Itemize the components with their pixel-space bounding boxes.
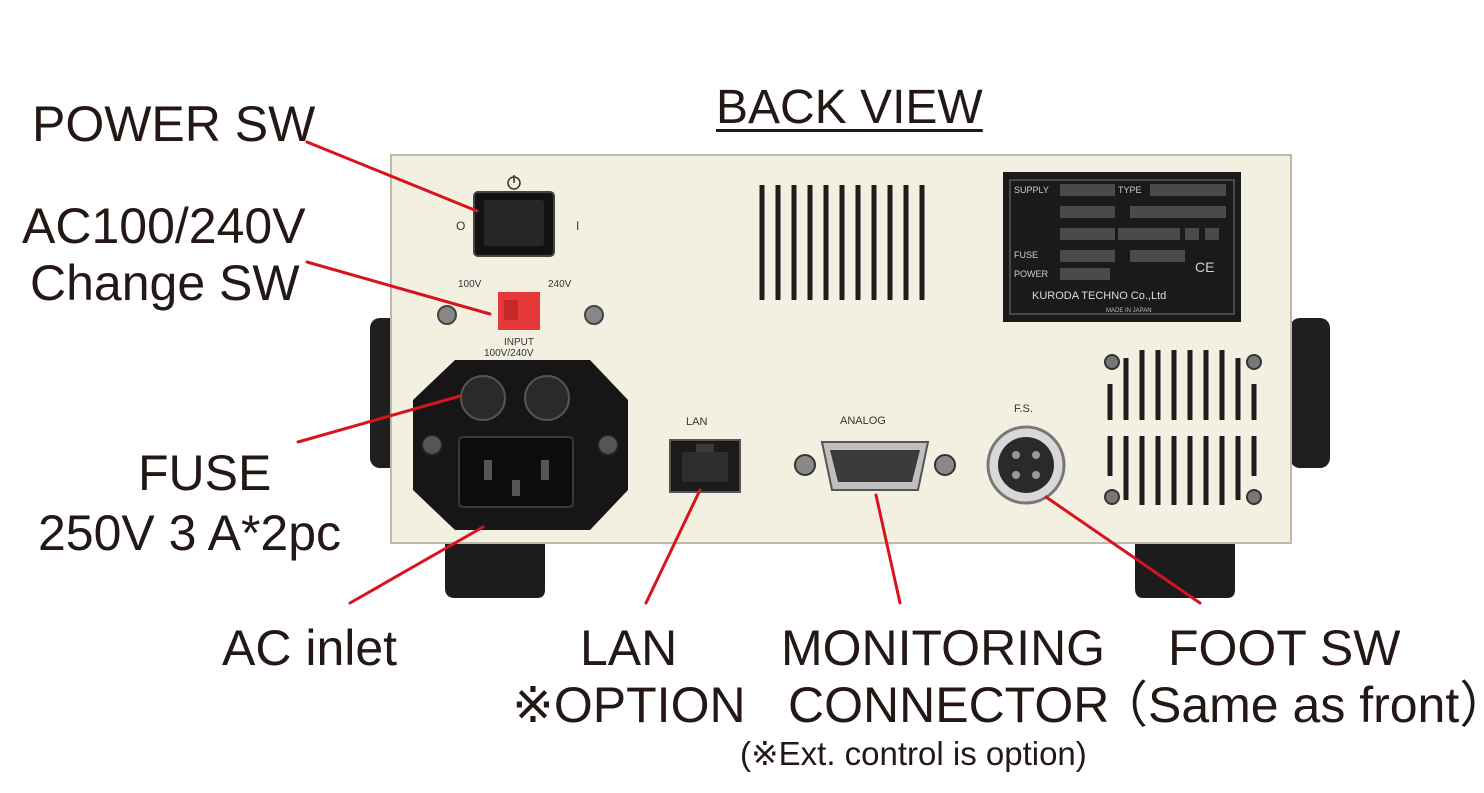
leader-lan [644,488,702,605]
rating-plate: SUPPLY TYPE FUSE CE POWER KURODA TECHNO … [1003,172,1241,322]
leader-lines [296,140,1202,605]
leader-foot-sw [1044,495,1202,605]
power-switch: O I [456,175,579,257]
leader-power-sw [305,140,479,213]
ac-change-label-line1: AC100/240V [22,198,306,254]
right-foot [1135,540,1235,598]
screw-icon [1104,489,1120,505]
foot-sw-label-line1: FOOT SW [1168,620,1401,676]
fuse-label-line1: FUSE [138,445,272,501]
screw-icon [597,434,619,456]
ce-mark: CE [1195,259,1214,275]
ac-inlet-label: AC inlet [222,620,398,676]
vent-center [759,185,925,300]
monitoring-label-line1: MONITORING [781,620,1106,676]
leader-ac-inlet [348,525,485,605]
right-bumper [1290,318,1330,468]
fs-mark: F.S. [1014,403,1033,415]
voltage-selector: 100V 240V INPUT 100V/240V [437,279,604,359]
power-on-mark: I [576,219,579,233]
vent-right [1104,350,1262,505]
analog-mark: ANALOG [840,415,886,427]
screw-icon [1246,354,1262,370]
power-off-mark: O [456,219,465,233]
monitoring-note: (※Ext. control is option) [740,735,1087,772]
leader-monitoring [874,493,902,605]
lan-port: LAN [669,416,741,493]
screw-icon [437,305,457,325]
plate-power: POWER [1014,269,1049,279]
input-mark: INPUT [504,337,534,348]
plate-fuse: FUSE [1014,250,1038,260]
page-title: BACK VIEW [716,81,983,134]
plate-origin: MADE IN JAPAN [1106,308,1152,314]
fuse-holder [524,375,570,421]
left-foot [445,540,545,598]
lan-label-line2: ※OPTION [512,677,746,733]
foot-sw-label-line2: （Same as front） [1098,677,1484,733]
v240-mark: 240V [548,279,572,290]
plate-type: TYPE [1118,185,1142,195]
plate-maker: KURODA TECHNO Co.,Ltd [1032,290,1166,302]
fuse-label-line2: 250V 3 A*2pc [38,505,342,561]
leader-change-sw [305,260,492,316]
ac-change-label-line2: Change SW [30,255,300,311]
plate-supply: SUPPLY [1014,185,1049,195]
input-voltage-mark: 100V/240V [484,348,534,359]
analog-connector: ANALOG [794,415,956,491]
ac-inlet-block [413,360,628,530]
ac-socket [458,436,574,508]
screw-icon [584,305,604,325]
screw-icon [794,454,816,476]
fuse-holder [460,375,506,421]
foot-switch-connector: F.S. [986,403,1066,505]
power-sw-label: POWER SW [32,96,316,152]
monitoring-label-line2: CONNECTOR [788,677,1110,733]
screw-icon [1104,354,1120,370]
leader-fuse [296,394,462,444]
lan-label-line1: LAN [580,620,678,676]
v100-mark: 100V [458,279,482,290]
screw-icon [1246,489,1262,505]
screw-icon [934,454,956,476]
screw-icon [421,434,443,456]
lan-mark: LAN [686,416,707,428]
